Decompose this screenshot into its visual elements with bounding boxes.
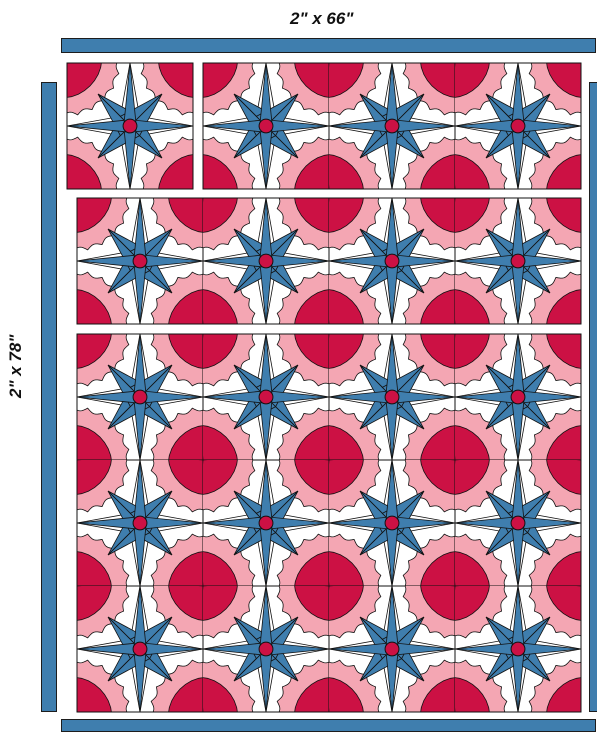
quilt-block (324, 455, 459, 590)
quilt-block (198, 193, 333, 328)
quilt-block (198, 455, 333, 590)
quilt-block (72, 455, 207, 590)
quilt-block (198, 581, 333, 716)
quilt-block (450, 455, 585, 590)
quilt-block (72, 329, 207, 464)
quilt-block (450, 193, 585, 328)
quilt-block (324, 58, 459, 193)
quilt-block (198, 58, 333, 193)
quilt-block (450, 581, 585, 716)
quilt-block (198, 329, 333, 464)
quilt-block (72, 581, 207, 716)
quilt-block (62, 58, 197, 193)
quilt-block (324, 581, 459, 716)
quilt-block (450, 58, 585, 193)
quilt-block (450, 329, 585, 464)
quilt-block (324, 329, 459, 464)
quilt-block (72, 193, 207, 328)
quilt-block (324, 193, 459, 328)
